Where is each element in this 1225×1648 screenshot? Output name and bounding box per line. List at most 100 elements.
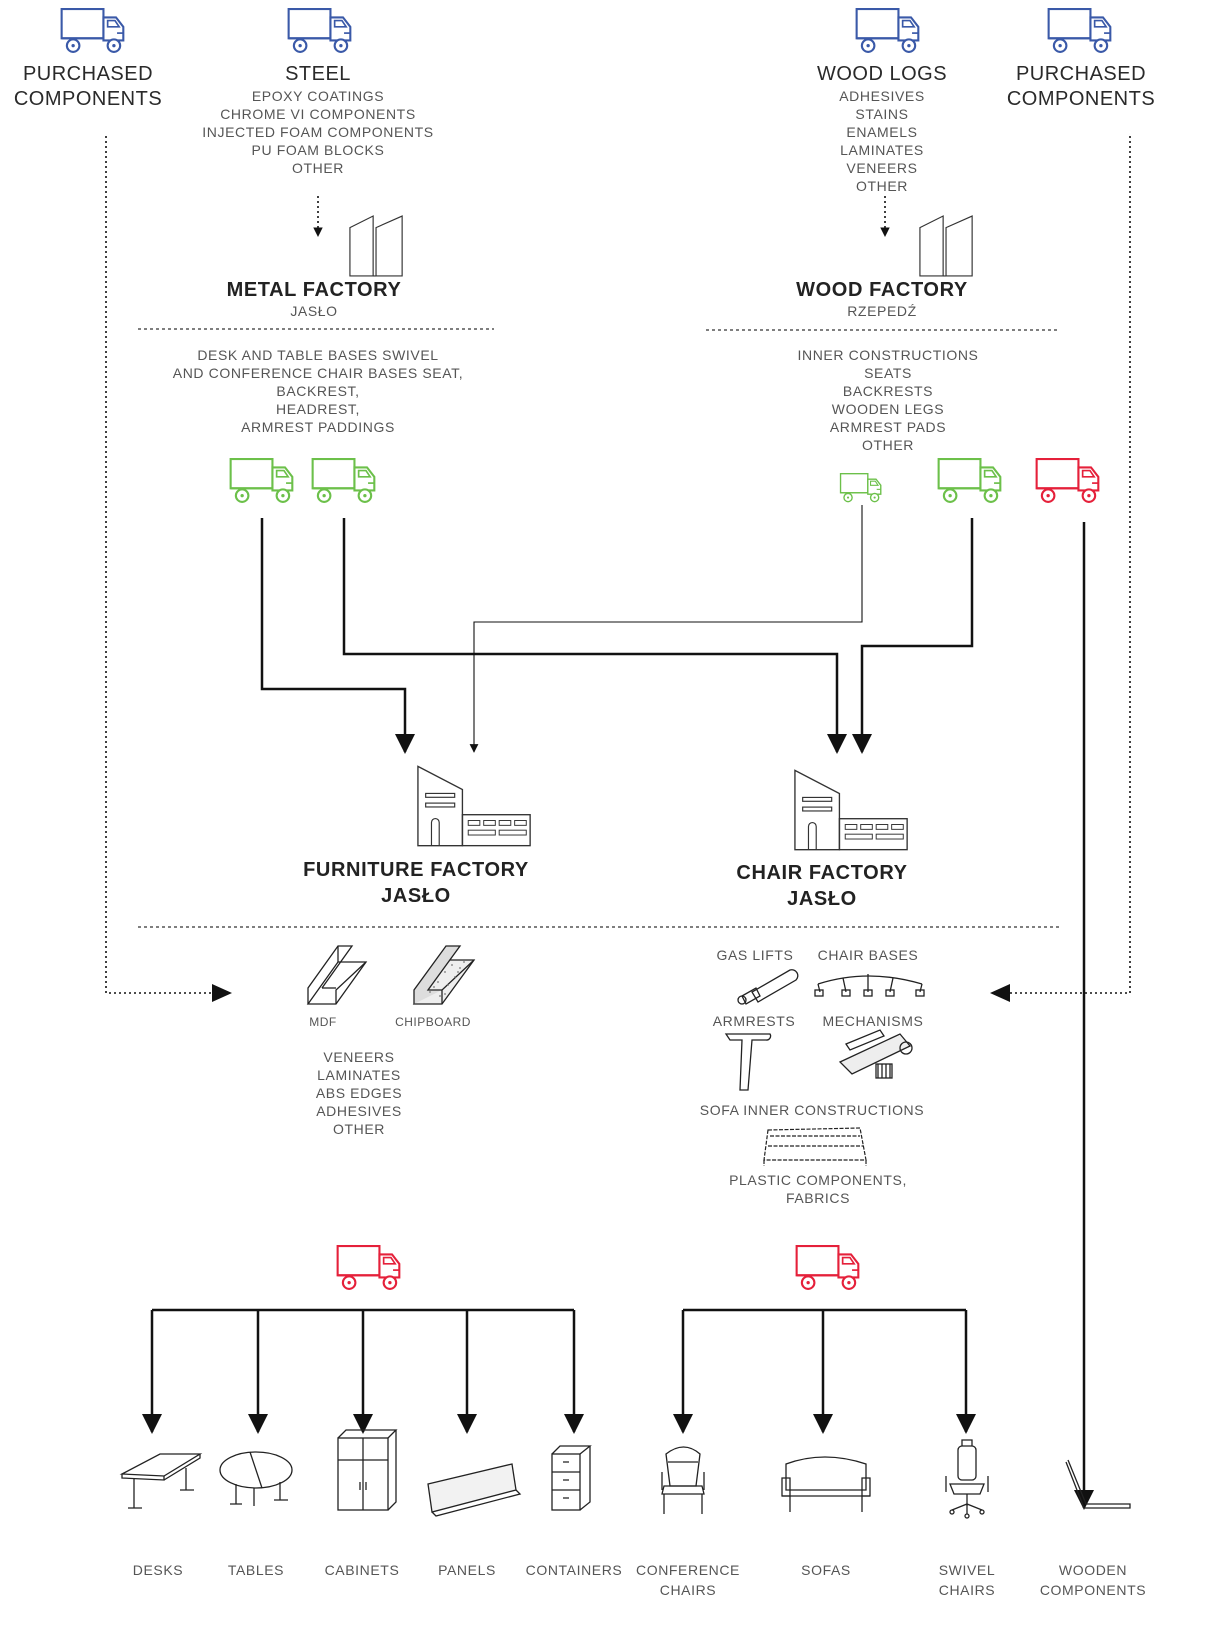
steel-item: INJECTED FOAM COMPONENTS bbox=[202, 124, 434, 140]
wood-logs-item: VENEERS bbox=[846, 160, 918, 176]
truck-icon-wood-2 bbox=[937, 458, 1002, 504]
metal-output: BACKREST, bbox=[276, 383, 360, 399]
metal-output: DESK AND TABLE BASES SWIVEL bbox=[197, 347, 439, 363]
chair-base-icon bbox=[814, 974, 925, 997]
chair-bases-label: CHAIR BASES bbox=[817, 947, 919, 963]
wood-factory-location: RZEPEDŹ bbox=[847, 303, 917, 319]
metal-output: AND CONFERENCE CHAIR BASES SEAT, bbox=[172, 365, 464, 381]
product-label-panels: PANELS bbox=[438, 1560, 496, 1580]
furniture-material: VENEERS bbox=[323, 1049, 395, 1065]
steel-item: OTHER bbox=[291, 160, 344, 176]
steel-title: STEEL bbox=[285, 63, 351, 85]
product-label-line: WOODEN bbox=[1058, 1562, 1128, 1578]
product-label-line: PANELS bbox=[438, 1562, 496, 1578]
product-label-containers: CONTAINERS bbox=[526, 1560, 623, 1580]
swivel-chair-icon bbox=[945, 1439, 989, 1519]
wood-logs-items: ADHESIVES STAINS ENAMELS LAMINATES VENEE… bbox=[817, 87, 947, 195]
furniture-factory-name: FURNITURE FACTORY bbox=[303, 859, 529, 881]
wood-logs-item: STAINS bbox=[855, 106, 909, 122]
truck-icon-steel bbox=[287, 8, 352, 54]
metal-factory-name: METAL FACTORY bbox=[226, 279, 402, 301]
gas-lift-icon bbox=[737, 969, 799, 1005]
supplier-steel: STEEL EPOXY COATINGS CHROME VI COMPONENT… bbox=[202, 62, 433, 177]
product-label-line: SWIVEL bbox=[938, 1562, 996, 1578]
purchased-right-line2: COMPONENTS bbox=[1006, 88, 1156, 110]
armrest-icon bbox=[724, 1033, 772, 1091]
product-label-tables: TABLES bbox=[228, 1560, 284, 1580]
truck-icon-wood-small bbox=[839, 473, 882, 503]
wood-output: OTHER bbox=[862, 437, 914, 453]
furniture-factory-location: JASŁO bbox=[381, 885, 451, 907]
plastic-fabrics-label: PLASTIC COMPONENTS, FABRICS bbox=[729, 1171, 907, 1207]
wood-output: SEATS bbox=[864, 365, 912, 381]
steel-item: PU FOAM BLOCKS bbox=[251, 142, 385, 158]
furniture-material: LAMINATES bbox=[317, 1067, 401, 1083]
truck-icon-furniture-distribution bbox=[336, 1245, 401, 1291]
wood-output: INNER CONSTRUCTIONS bbox=[797, 347, 979, 363]
factory-icon-metal bbox=[349, 215, 403, 277]
supplier-wood-logs: WOOD LOGS ADHESIVES STAINS ENAMELS LAMIN… bbox=[817, 62, 947, 195]
truck-icon-metal-1 bbox=[229, 458, 294, 504]
metal-factory-label: METAL FACTORY JASŁO bbox=[227, 277, 402, 319]
product-label-cabinets: CABINETS bbox=[325, 1560, 400, 1580]
mdf-icon bbox=[306, 945, 368, 1005]
product-label-line: CABINETS bbox=[324, 1562, 400, 1578]
purchased-right-line1: PURCHASED bbox=[1015, 63, 1147, 85]
mechanisms-label: MECHANISMS bbox=[822, 1013, 924, 1029]
product-label-conference-chairs: CONFERENCE CHAIRS bbox=[636, 1560, 740, 1600]
gas-lifts-label: GAS LIFTS bbox=[716, 947, 794, 963]
truck-icon-wood-logs bbox=[855, 8, 920, 54]
distribution-tree-furniture bbox=[142, 1308, 584, 1434]
metal-factory-location: JASŁO bbox=[290, 303, 338, 319]
metal-factory-outputs: DESK AND TABLE BASES SWIVEL AND CONFEREN… bbox=[173, 346, 463, 436]
supplier-purchased-right: PURCHASED COMPONENTS bbox=[1007, 62, 1155, 112]
wood-logs-item: ADHESIVES bbox=[839, 88, 925, 104]
product-label-line: CONFERENCE bbox=[635, 1562, 741, 1578]
wood-logs-title: WOOD LOGS bbox=[816, 63, 948, 85]
wood-output: ARMREST PADS bbox=[829, 419, 947, 435]
furniture-material: ADHESIVES bbox=[316, 1103, 402, 1119]
product-label-line: CHAIRS bbox=[659, 1582, 717, 1598]
desk-icon bbox=[119, 1453, 203, 1509]
wood-logs-item: OTHER bbox=[855, 178, 908, 194]
steel-items: EPOXY COATINGS CHROME VI COMPONENTS INJE… bbox=[202, 87, 433, 177]
product-label-line: SOFAS bbox=[801, 1562, 851, 1578]
wood-logs-item: LAMINATES bbox=[840, 142, 924, 158]
truck-icon-chair-distribution bbox=[795, 1245, 860, 1291]
dotted-path-purchased-left bbox=[105, 136, 232, 1002]
chipboard-icon bbox=[412, 945, 476, 1005]
chipboard-label: CHIPBOARD bbox=[395, 1015, 471, 1029]
flow-line-wood-to-chair bbox=[852, 518, 974, 754]
conference-chair-icon bbox=[661, 1446, 705, 1514]
supplier-purchased-left: PURCHASED COMPONENTS bbox=[14, 62, 162, 112]
product-label-line: CHAIRS bbox=[938, 1582, 996, 1598]
mechanism-icon bbox=[838, 1029, 913, 1079]
factory-icon-furniture bbox=[417, 765, 531, 847]
furniture-material: OTHER bbox=[332, 1121, 385, 1137]
wood-factory-outputs: INNER CONSTRUCTIONS SEATS BACKRESTS WOOD… bbox=[798, 346, 979, 454]
chair-factory-label: CHAIR FACTORY JASŁO bbox=[736, 860, 907, 912]
sofa-icon bbox=[781, 1456, 871, 1512]
product-label-sofas: SOFAS bbox=[801, 1560, 851, 1580]
furniture-materials-list: VENEERS LAMINATES ABS EDGES ADHESIVES OT… bbox=[316, 1048, 402, 1138]
plastic-line: FABRICS bbox=[785, 1190, 851, 1206]
factory-icon-wood bbox=[919, 215, 973, 277]
factory-icon-chair bbox=[794, 769, 908, 851]
wood-output: WOODEN LEGS bbox=[831, 401, 945, 417]
container-icon bbox=[551, 1445, 592, 1511]
sofa-inner-label: SOFA INNER CONSTRUCTIONS bbox=[699, 1102, 925, 1118]
product-label-line: COMPONENTS bbox=[1039, 1582, 1147, 1598]
armrests-label: ARMRESTS bbox=[712, 1013, 796, 1029]
truck-icon-metal-2 bbox=[311, 458, 376, 504]
flow-line-metal-to-chair bbox=[342, 518, 847, 754]
panel-icon bbox=[427, 1463, 522, 1517]
cabinet-icon bbox=[337, 1429, 398, 1511]
product-label-line: DESKS bbox=[132, 1562, 184, 1578]
product-label-wooden-components: WOODEN COMPONENTS bbox=[1040, 1560, 1146, 1600]
purchased-left-line2: COMPONENTS bbox=[13, 88, 163, 110]
steel-item: EPOXY COATINGS bbox=[251, 88, 385, 104]
product-label-swivel-chairs: SWIVEL CHAIRS bbox=[939, 1560, 996, 1600]
steel-item: CHROME VI COMPONENTS bbox=[220, 106, 416, 122]
wood-output: BACKRESTS bbox=[842, 383, 934, 399]
